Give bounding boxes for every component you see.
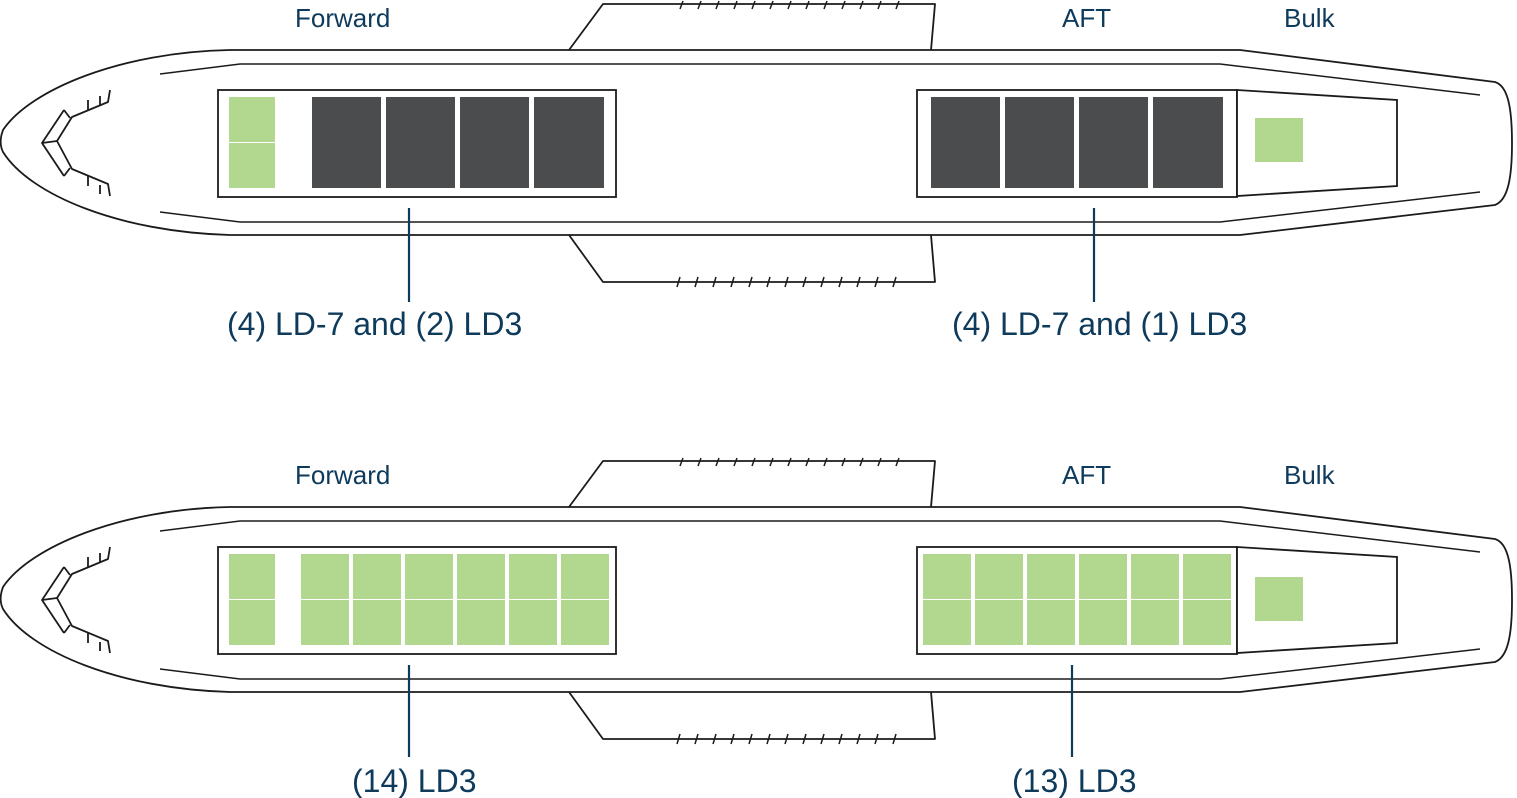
- bulk-zone-label: Bulk: [1284, 3, 1336, 33]
- ld3-container: [229, 600, 275, 645]
- ld7-container: [534, 97, 604, 188]
- bulk-hold: [1236, 89, 1398, 197]
- ld3-container: [405, 554, 453, 599]
- ld3-container: [561, 600, 609, 645]
- ld3-container: [1183, 600, 1231, 645]
- ld7-container: [312, 97, 381, 188]
- ld3-container: [457, 600, 505, 645]
- ld3-container: [1027, 600, 1075, 645]
- ld3-container: [301, 600, 349, 645]
- forward-zone-label: Forward: [295, 460, 390, 490]
- aft-zone-label: AFT: [1062, 460, 1111, 490]
- aft-zone-label: AFT: [1062, 3, 1111, 33]
- ld3-container: [1027, 554, 1075, 599]
- aft-hold-caption: (13) LD3: [1012, 763, 1137, 798]
- cargo-layer: [229, 554, 1303, 645]
- ld3-container: [1183, 554, 1231, 599]
- cargo-layer: [229, 97, 1303, 188]
- ld3-container: [923, 600, 971, 645]
- ld3-container: [975, 554, 1023, 599]
- ld3-container: [923, 554, 971, 599]
- ld3-container: [975, 600, 1023, 645]
- ld3-container: [1131, 600, 1179, 645]
- bulk-hold: [1236, 546, 1398, 654]
- aft-hold-caption: (4) LD-7 and (1) LD3: [952, 306, 1247, 342]
- aircraft-config-2: Forward AFT Bulk (14) LD3 (13) LD3: [0, 457, 1513, 798]
- forward-zone-label: Forward: [295, 3, 390, 33]
- ld3-container: [509, 554, 557, 599]
- ld7-container: [931, 97, 1000, 188]
- ld3-container: [301, 554, 349, 599]
- ld7-container: [386, 97, 455, 188]
- ld7-container: [1079, 97, 1148, 188]
- ld3-container: [229, 554, 275, 599]
- ld3-container: [457, 554, 505, 599]
- ld3-container: [1079, 554, 1127, 599]
- forward-hold-caption: (14) LD3: [352, 763, 477, 798]
- fuselage-outline: [0, 457, 1513, 745]
- ld7-container: [1153, 97, 1223, 188]
- ld3-container: [353, 554, 401, 599]
- bulk-ld3-container: [1255, 577, 1303, 621]
- ld3-container: [229, 97, 275, 142]
- bulk-ld3-container: [1255, 118, 1303, 162]
- ld7-container: [1005, 97, 1074, 188]
- forward-hold-caption: (4) LD-7 and (2) LD3: [227, 306, 522, 342]
- ld3-container: [229, 143, 275, 188]
- ld3-container: [353, 600, 401, 645]
- ld3-container: [509, 600, 557, 645]
- fuselage-outline: [0, 0, 1513, 288]
- ld7-container: [460, 97, 529, 188]
- ld3-container: [561, 554, 609, 599]
- ld3-container: [405, 600, 453, 645]
- ld3-container: [1079, 600, 1127, 645]
- aircraft-config-1: Forward AFT Bulk (4) LD-7 and (2) LD3 (4…: [0, 0, 1513, 342]
- ld3-container: [1131, 554, 1179, 599]
- bulk-zone-label: Bulk: [1284, 460, 1336, 490]
